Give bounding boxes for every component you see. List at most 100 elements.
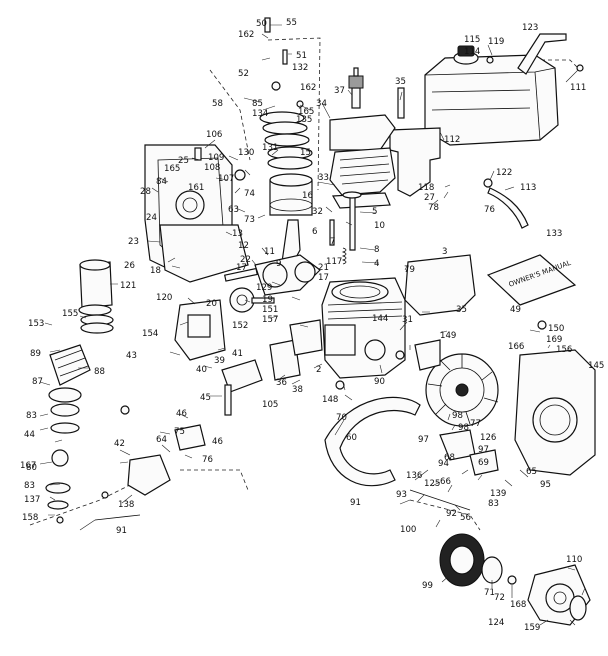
part-number-label: 132 (292, 63, 308, 73)
blower-housing (514, 349, 596, 476)
float-bowl (127, 454, 171, 496)
part-number-label: 58 (212, 99, 223, 109)
part-number-label: 93 (396, 490, 407, 500)
part-number-label: 129 (256, 283, 272, 293)
part-number-label: 114 (464, 47, 480, 57)
owners-manual-card: OWNER'S MANUAL (486, 254, 577, 306)
part-number-label: 159 (524, 623, 540, 633)
part-number-label: 165 (298, 107, 314, 117)
stud (397, 87, 405, 119)
part-number-label: 109 (208, 153, 224, 163)
part-number-label: 149 (440, 331, 456, 341)
part-number-label: 15 (300, 148, 311, 158)
part-number-label: 46 (212, 437, 223, 447)
part-number-label: 28 (140, 187, 151, 197)
part-number-label: 32 (312, 207, 323, 217)
screw (120, 405, 130, 415)
part-number-label: 98 (452, 411, 463, 421)
part-number-label: 136 (406, 471, 422, 481)
part-number-label: 52 (238, 69, 249, 79)
plug (234, 169, 246, 181)
part-number-label: 100 (400, 525, 416, 535)
head-bracket (329, 114, 396, 151)
part-number-label: 10 (374, 221, 385, 231)
part-number-label: 22 (240, 255, 251, 265)
part-number-label: 95 (540, 480, 551, 490)
part-number-label: 73 (244, 215, 255, 225)
part-number-label: 145 (588, 361, 604, 371)
part-number-label: 165 (164, 164, 180, 174)
nut (395, 350, 405, 360)
part-number-label: 123 (522, 23, 538, 33)
washer (507, 575, 517, 585)
part-number-label: 125 (424, 479, 440, 489)
part-number-label: 91 (116, 526, 127, 536)
part-number-label: 7 (330, 237, 335, 247)
air-cleaner-body (45, 344, 91, 510)
part-number-label: 94 (438, 459, 449, 469)
part-number-label: 131 (262, 143, 278, 153)
part-number-label: 91 (350, 498, 361, 508)
part-number-label: 64 (156, 435, 167, 445)
part-number-label: 74 (244, 189, 255, 199)
part-number-label: 41 (232, 349, 243, 359)
cylinder-head (329, 147, 396, 196)
part-number-label: 88 (94, 367, 105, 377)
part-number-label: 169 (546, 335, 562, 345)
governor-bracket (469, 449, 499, 476)
part-number-label: 76 (484, 205, 495, 215)
part-number-label: 76 (202, 455, 213, 465)
part-number-label: 152 (232, 321, 248, 331)
bolt (335, 380, 345, 390)
part-number-label: 8 (374, 245, 379, 255)
shroud-plate (404, 254, 476, 316)
cam-gear (229, 287, 275, 313)
part-number-label: 77 (470, 419, 481, 429)
part-number-label: 17 (236, 263, 247, 273)
part-number-label: 31 (402, 315, 413, 325)
part-number-label: 167 (20, 461, 36, 471)
part-number-label: 2 (316, 365, 321, 375)
part-number-label: 80 (26, 463, 37, 473)
part-number-label: 138 (118, 500, 134, 510)
dashed-group-line (180, 469, 249, 491)
part-number-label: 37 (334, 86, 345, 96)
part-number-label: 66 (440, 477, 451, 487)
part-number-label: 49 (510, 305, 521, 315)
part-number-label: 38 (292, 385, 303, 395)
screw (576, 64, 584, 72)
fuel-tank (424, 45, 559, 146)
part-number-label: 115 (464, 35, 480, 45)
part-number-label: 161 (188, 183, 204, 193)
screw (56, 516, 64, 524)
part-number-label: 42 (114, 439, 125, 449)
valve-spring (341, 247, 347, 265)
part-number-label: 79 (404, 265, 415, 275)
part-number-label: 78 (428, 203, 439, 213)
part-number-label: 157 (262, 315, 278, 325)
clip (486, 56, 494, 64)
choke-rod (224, 384, 232, 416)
part-number-label: 87 (32, 377, 43, 387)
part-number-label: 70 (336, 413, 347, 423)
part-number-label: 18 (150, 266, 161, 276)
screw (194, 147, 202, 161)
valve (349, 194, 356, 251)
part-number-label: 60 (346, 433, 357, 443)
part-number-label: 117 (326, 257, 342, 267)
starter-cup (481, 556, 503, 584)
part-number-label: 75 (174, 427, 185, 437)
part-number-label: 4 (374, 259, 379, 269)
tank-bracket (389, 127, 441, 197)
part-number-label: 84 (156, 177, 167, 187)
part-number-label: 23 (128, 237, 139, 247)
part-number-label: 17 (318, 273, 329, 283)
part-number-label: 44 (24, 430, 35, 440)
part-number-label: 50 (256, 19, 267, 29)
part-number-label: 89 (30, 349, 41, 359)
nut (271, 81, 281, 91)
muffler-shield (324, 396, 421, 487)
part-number-label: 13 (232, 229, 243, 239)
